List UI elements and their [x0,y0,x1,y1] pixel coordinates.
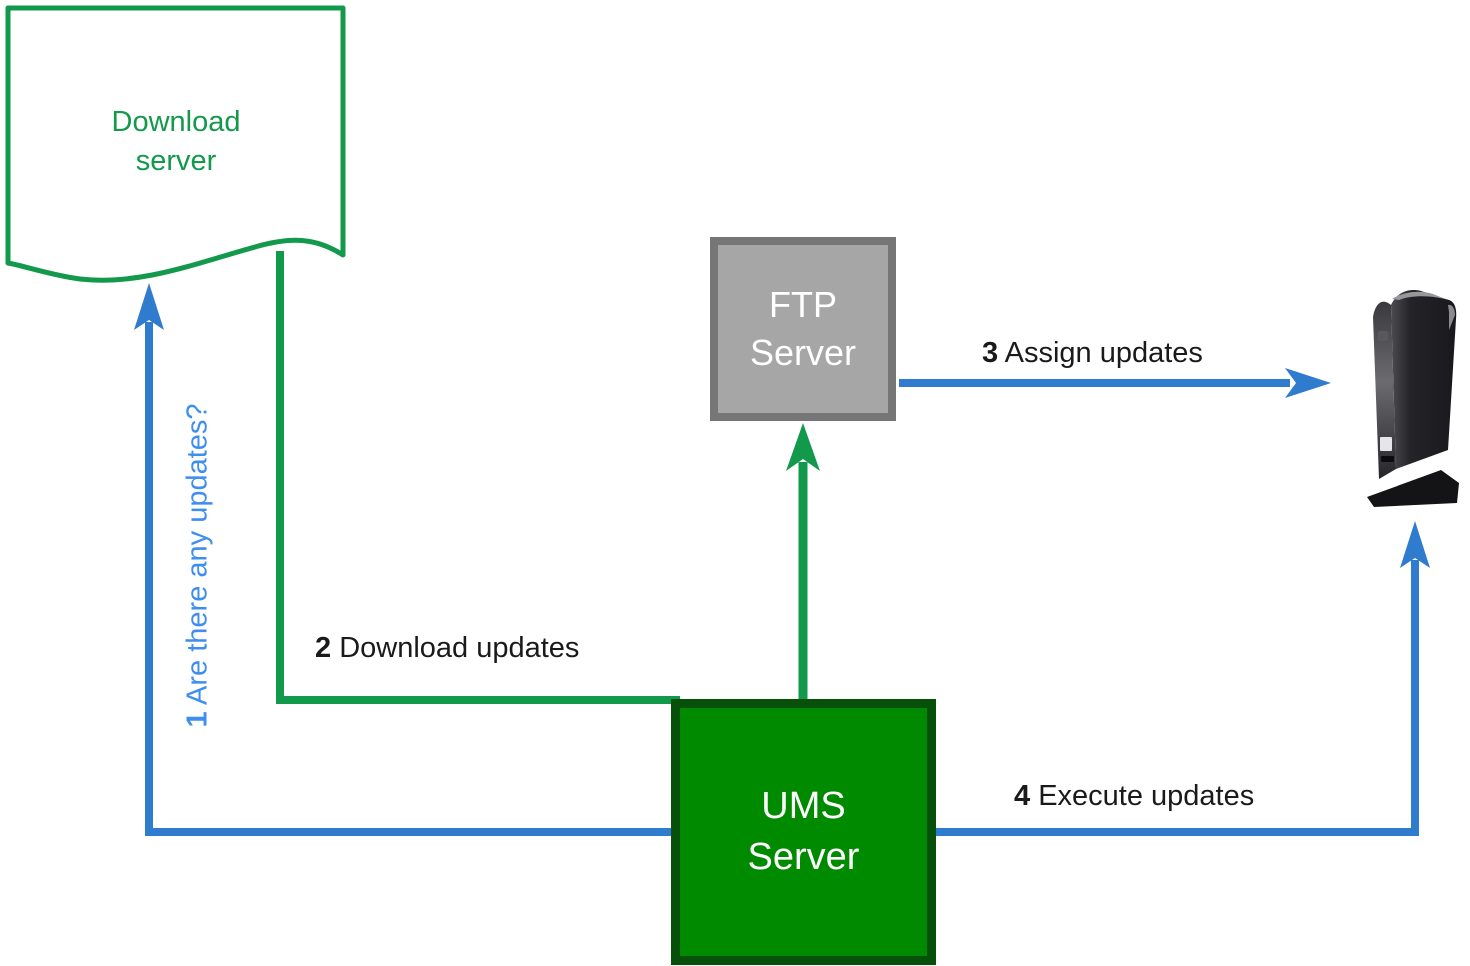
step-2-label: 2 Download updates [315,632,579,665]
step-1-text: Are there any updates? [181,403,214,705]
arrow-up-to-device [1400,521,1430,568]
step-4-text: Execute updates [1038,780,1255,812]
download-server-shape [5,5,346,283]
download-server-label: Download server [111,106,241,178]
ftp-server-node: FTP Server [710,237,896,421]
step-2-text: Download updates [339,632,580,664]
step-1-label: 1 Are there any updates? [182,380,215,752]
arrow-up-to-download-server [134,283,164,330]
step-3-number: 3 [982,337,999,369]
step-4-number: 4 [1014,780,1031,812]
download-updates-wire [276,251,680,704]
arrow-right-to-device [1285,368,1331,398]
step-4-label: 4 Execute updates [1014,780,1254,813]
arrow-up-to-ftp [786,423,820,471]
step-2-number: 2 [315,632,332,664]
step-3-label: 3 Assign updates [982,337,1203,370]
step-1-number: 1 [181,711,214,728]
step-3-text: Assign updates [1004,337,1203,369]
thin-client-icon [1367,290,1459,507]
ums-server-node: UMS Server [671,699,936,965]
